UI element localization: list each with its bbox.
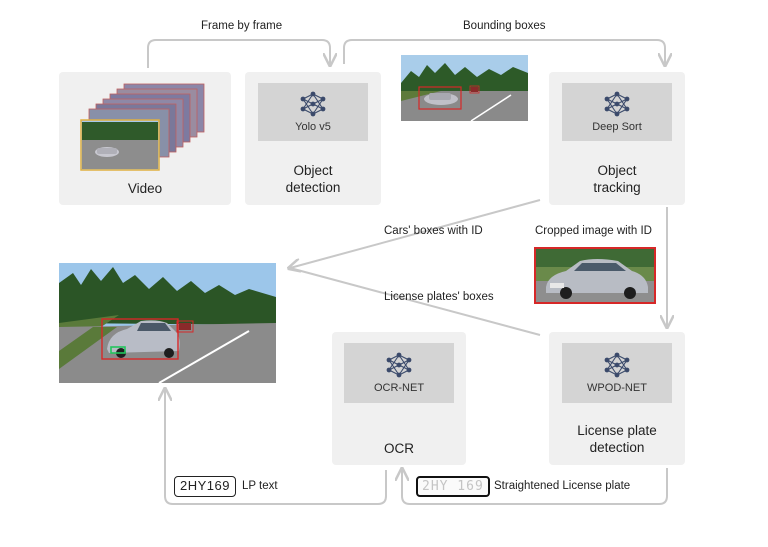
model-name: Yolo v5 bbox=[295, 121, 331, 133]
arrow-detection-to-tracking bbox=[343, 39, 665, 64]
label-bounding-boxes: Bounding boxes bbox=[463, 20, 546, 32]
model-name: Deep Sort bbox=[592, 121, 642, 133]
stage-video: Video bbox=[59, 72, 231, 205]
neural-network-icon bbox=[300, 91, 326, 117]
recognized-plate-text: 2HY169 bbox=[174, 476, 236, 497]
car-bounding-box bbox=[418, 86, 462, 110]
bounding-boxes-photo bbox=[401, 55, 528, 121]
model-name: WPOD-NET bbox=[587, 382, 647, 394]
video-frames-stack bbox=[79, 82, 209, 174]
label-lp-text: LP text bbox=[242, 480, 278, 492]
stage-license-plate-detection: WPOD-NET License plate detection bbox=[549, 332, 685, 465]
model-yolo-v5: Yolo v5 bbox=[258, 83, 368, 141]
arrow-lpdetect-to-ocr bbox=[402, 468, 668, 505]
stage-lp-detection-label: License plate detection bbox=[577, 423, 657, 455]
cropped-car-photo bbox=[534, 247, 656, 304]
label-cars-boxes: Cars' boxes with ID bbox=[384, 225, 483, 237]
stage-object-tracking: Deep Sort Object tracking bbox=[549, 72, 685, 205]
stage-tracking-label: Object tracking bbox=[593, 163, 641, 195]
straightened-plate-image: 2HY 169 bbox=[416, 476, 490, 497]
neural-network-icon bbox=[604, 91, 630, 117]
stage-ocr: OCR-NET OCR bbox=[332, 332, 466, 465]
neural-network-icon bbox=[386, 352, 412, 378]
arrow-lpdetect-to-output bbox=[289, 267, 541, 336]
front-frame bbox=[80, 119, 160, 171]
arrow-video-to-detection bbox=[147, 39, 330, 68]
car-bounding-box bbox=[101, 318, 179, 360]
stage-object-detection: Yolo v5 Object detection bbox=[245, 72, 381, 205]
plate-bounding-box bbox=[110, 346, 126, 354]
stage-ocr-label: OCR bbox=[384, 441, 414, 456]
stage-video-label: Video bbox=[127, 181, 163, 196]
arrow-ocr-to-output bbox=[165, 390, 387, 505]
stage-detection-label: Object detection bbox=[285, 163, 341, 195]
model-name: OCR-NET bbox=[373, 382, 425, 394]
label-frame-by-frame: Frame by frame bbox=[201, 20, 283, 32]
arrow-tracking-to-output bbox=[290, 199, 541, 268]
output-result-photo bbox=[59, 263, 276, 383]
neural-network-icon bbox=[604, 352, 630, 378]
label-license-plates-boxes: License plates' boxes bbox=[384, 291, 494, 303]
label-straightened: Straightened License plate bbox=[494, 480, 631, 492]
model-deep-sort: Deep Sort bbox=[562, 83, 672, 141]
label-cropped-image: Cropped image with ID bbox=[535, 225, 652, 237]
model-wpod-net: WPOD-NET bbox=[562, 343, 672, 403]
model-ocr-net: OCR-NET bbox=[344, 343, 454, 403]
